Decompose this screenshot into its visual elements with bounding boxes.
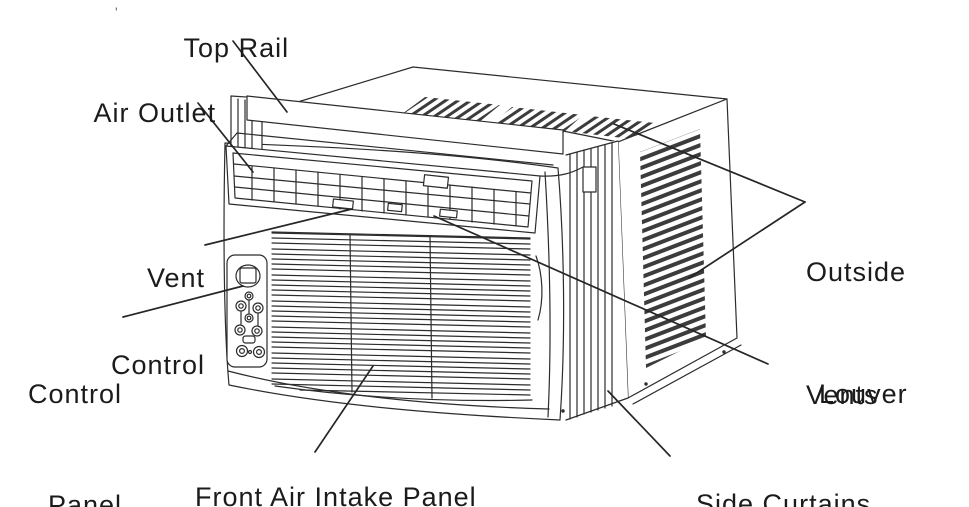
control-panel-shape <box>226 254 268 368</box>
base-screws <box>561 350 726 413</box>
front-intake-grille <box>271 231 533 402</box>
air-outlet-grille <box>225 145 584 234</box>
outside-vent-side <box>640 129 706 368</box>
leader-control-panel <box>122 285 244 318</box>
stray-mark: ' <box>115 4 118 20</box>
leader-outside-vents-side <box>688 201 806 279</box>
leader-outside-vents-top <box>613 123 806 203</box>
side-curtains-shape <box>565 140 629 421</box>
top-rail-shape <box>246 95 564 155</box>
vent-control-tabs <box>332 174 458 219</box>
leader-vent-control <box>204 208 353 246</box>
shroud-bottom-lip <box>227 370 550 410</box>
label-louver: Louver <box>819 379 908 410</box>
shroud-wrap-crease <box>544 171 551 418</box>
label-top-rail: Top Rail <box>183 33 290 64</box>
leader-louver <box>433 215 769 365</box>
leader-front-air-intake <box>314 365 374 453</box>
leader-top-rail <box>232 40 288 113</box>
leader-lines <box>122 40 806 457</box>
leader-side-curtains <box>607 390 671 457</box>
label-vent-control: Vent Control <box>110 263 205 380</box>
label-control-panel: Control Panel <box>27 379 122 507</box>
frame-sticker <box>582 166 597 193</box>
label-outside-vents: Outside Vents <box>806 257 907 410</box>
display-screen <box>239 267 257 284</box>
leader-air-outlet <box>197 102 254 173</box>
label-side-curtains: Side Curtains <box>696 489 872 507</box>
base-pan-line <box>632 344 742 405</box>
housing-top-edge <box>225 132 554 166</box>
label-front-air-intake-panel: Front Air Intake Panel <box>195 482 477 507</box>
display-bezel <box>235 264 261 288</box>
label-air-outlet: Air Outlet <box>93 98 217 129</box>
